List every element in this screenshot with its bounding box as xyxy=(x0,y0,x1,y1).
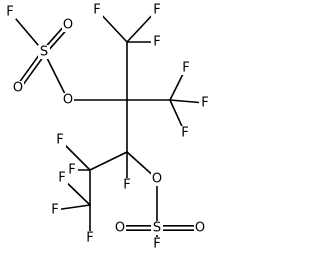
atom-f1c: F xyxy=(151,35,163,50)
bond-s1-o1 xyxy=(43,51,69,101)
bond-c3-c4 xyxy=(89,151,128,171)
atom-label-background xyxy=(4,5,16,19)
atom-o2b: O xyxy=(194,221,206,236)
atom-label-background xyxy=(151,237,163,251)
atom-label-background xyxy=(62,18,74,32)
atom-symbol: S xyxy=(40,45,48,60)
atom-symbol: F xyxy=(153,237,160,252)
atom-label-background xyxy=(179,126,191,140)
atom-f5a: F xyxy=(56,171,68,186)
atom-symbol: F xyxy=(68,163,75,178)
atom-label-background xyxy=(194,221,206,235)
atom-symbol: O xyxy=(195,221,205,236)
atom-label-background xyxy=(180,61,192,75)
atom-f2b: F xyxy=(199,96,211,111)
atom-f2c: F xyxy=(179,126,191,141)
atom-f2a: F xyxy=(180,61,192,76)
atom-symbol: O xyxy=(152,172,162,187)
atom-symbol: O xyxy=(115,221,125,236)
atom-f1a: F xyxy=(91,3,103,18)
atom-label-background xyxy=(121,178,133,192)
atom-label-background xyxy=(151,3,163,17)
atom-label-background xyxy=(54,133,66,147)
atom-f-s2: F xyxy=(151,237,163,252)
atom-f-s1: F xyxy=(4,5,16,20)
atom-o1: O xyxy=(62,93,74,108)
atom-label-background xyxy=(91,3,103,17)
atom-s2: S xyxy=(151,221,163,236)
atom-symbol: S xyxy=(153,221,161,236)
atom-symbol: O xyxy=(13,81,23,96)
atom-symbol: F xyxy=(86,231,93,246)
atom-label-background xyxy=(151,35,163,49)
atom-symbol: O xyxy=(63,93,73,108)
atom-label-background xyxy=(114,221,126,235)
atom-symbol: F xyxy=(153,35,160,50)
atom-label-background xyxy=(12,81,24,95)
atom-label-background xyxy=(199,96,211,110)
atom-label-background xyxy=(56,171,68,185)
atom-symbol: F xyxy=(182,61,189,76)
atom-symbol: F xyxy=(6,5,13,20)
atom-o1a: O xyxy=(62,18,74,33)
atom-symbol: F xyxy=(58,171,65,186)
atom-label-background xyxy=(38,45,50,59)
atom-symbol: F xyxy=(123,178,130,193)
atom-f3: F xyxy=(121,178,133,193)
atom-symbol: F xyxy=(181,126,188,141)
bond-s1-o1b-a xyxy=(15,49,44,88)
atom-label-background xyxy=(66,163,78,177)
atom-label-background xyxy=(151,221,163,235)
atom-symbol: F xyxy=(201,96,208,111)
atom-symbol: F xyxy=(56,133,63,148)
atom-label-background xyxy=(49,203,61,217)
atom-symbol: F xyxy=(51,203,58,218)
atom-f5c: F xyxy=(84,231,96,246)
atom-symbol: F xyxy=(93,3,100,18)
atom-label-background xyxy=(84,231,96,245)
atom-o2: O xyxy=(151,172,163,187)
atom-f1b: F xyxy=(151,3,163,18)
atom-s1: S xyxy=(38,45,50,60)
atom-f5b: F xyxy=(49,203,61,218)
atom-label-background xyxy=(151,172,163,186)
atom-f4a: F xyxy=(54,133,66,148)
atom-label-background xyxy=(62,93,74,107)
bond-s1-o1b-b xyxy=(18,52,47,91)
atom-o1b: O xyxy=(12,81,24,96)
atom-symbol: O xyxy=(63,18,73,33)
atom-f4b: F xyxy=(66,163,78,178)
atom-symbol: F xyxy=(153,3,160,18)
atom-o2a: O xyxy=(114,221,126,236)
